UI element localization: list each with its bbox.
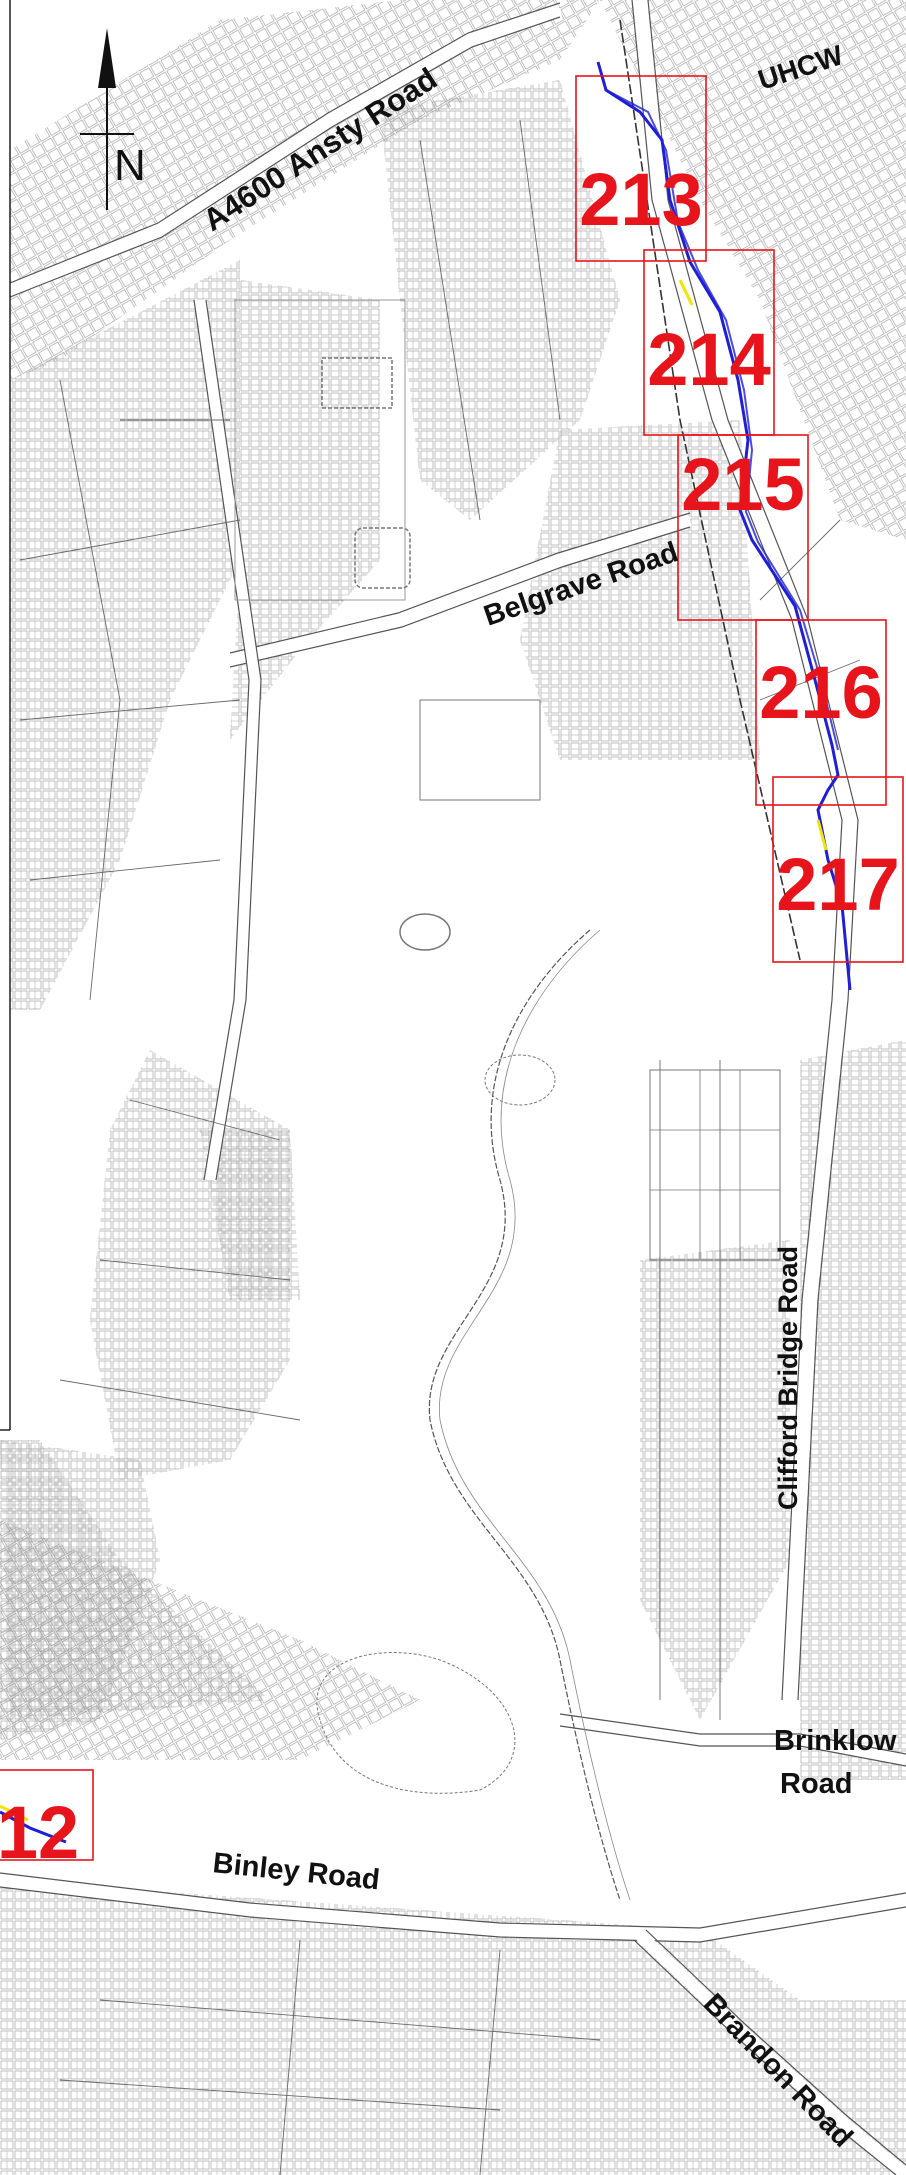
road-label-clifford: Clifford Bridge Road [773, 1246, 803, 1510]
sheet-number-214: 214 [647, 318, 770, 401]
sheet-numbers: 213 214 215 216 217 12 [0, 158, 900, 1874]
sheet-frame-216 [755, 619, 887, 806]
sheet-frame-217 [772, 776, 904, 963]
sheet-number-215: 215 [681, 443, 804, 526]
road-label-brinklow-line2: Road [780, 1768, 853, 1800]
route-line [0, 61, 852, 1844]
sheet-frame-213 [575, 75, 707, 262]
north-arrow: N [80, 28, 146, 210]
sheet-frame-12 [0, 1769, 94, 1861]
sheet-number-216: 216 [759, 651, 882, 734]
sheet-number-213: 213 [579, 158, 702, 241]
north-arrow-icon [80, 28, 134, 210]
sheet-number-12: 12 [0, 1791, 79, 1874]
sheet-frame-215 [677, 434, 809, 621]
sheet-number-217: 217 [776, 843, 899, 926]
sheet-frames [0, 75, 904, 1861]
road-label-brinklow-line1: Brinklow [774, 1725, 897, 1757]
north-label: N [114, 141, 146, 190]
open-space-features [234, 19, 801, 1901]
